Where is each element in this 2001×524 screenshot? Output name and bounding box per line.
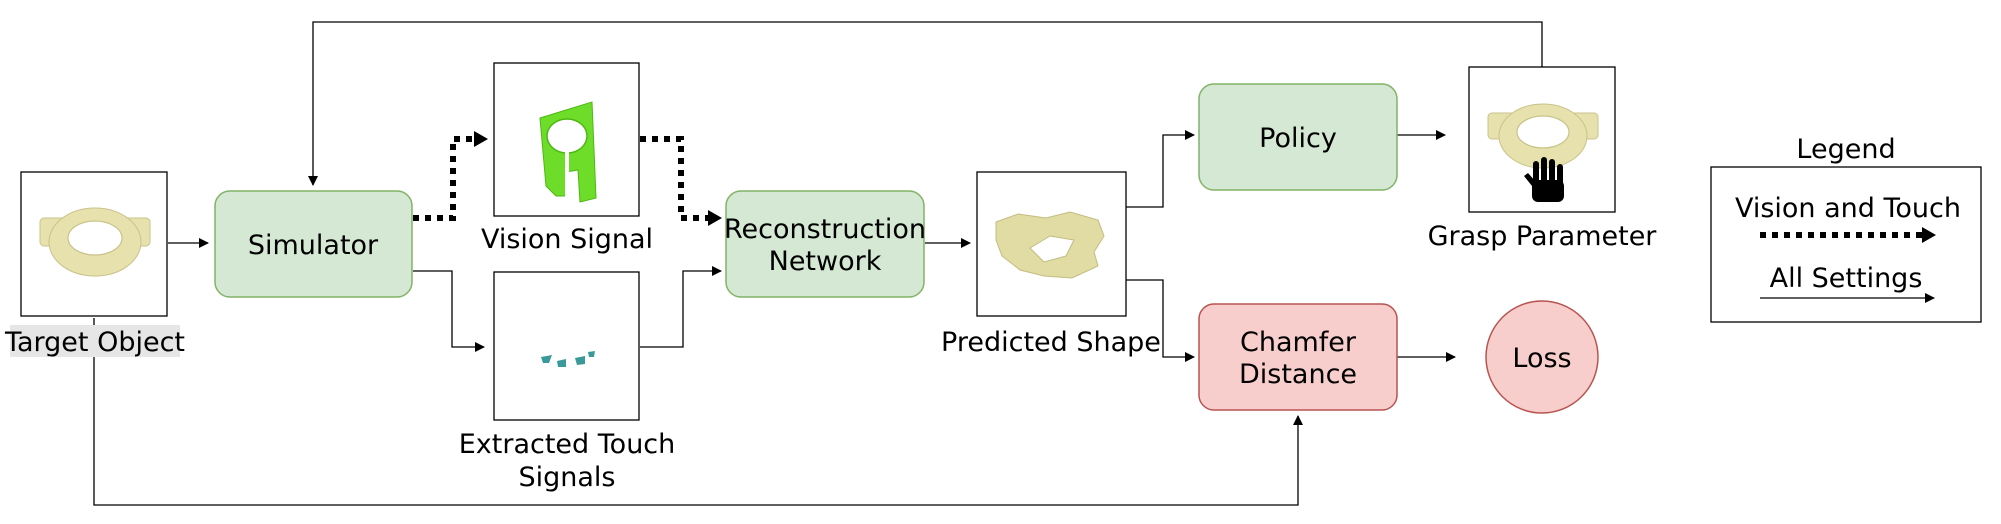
- legend-vision-touch-label: Vision and Touch: [1735, 193, 1961, 224]
- legend-dotted-arrowhead: [1922, 227, 1936, 243]
- edge-vision-to-reconstruction-head: [708, 210, 722, 226]
- reconstruction-label-line1: Reconstruction: [724, 214, 926, 245]
- loss-node[interactable]: [1485, 300, 1599, 414]
- legend-title: Legend: [1796, 134, 1895, 165]
- edge-simulator-to-vision: [413, 136, 474, 221]
- reconstruction-network-box[interactable]: [725, 190, 925, 298]
- simulator-label: Simulator: [248, 230, 379, 261]
- target-object-label-bg: [10, 325, 180, 357]
- edge-simulator-to-vision-head: [474, 131, 488, 147]
- edge-simulator-to-touch: [413, 270, 485, 352]
- grasp-parameter-image: [1487, 103, 1599, 169]
- touch-signals-label-line1: Extracted Touch: [459, 429, 676, 460]
- target-object-label: Target Object: [4, 327, 185, 358]
- predicted-shape-image: [995, 211, 1105, 279]
- policy-label: Policy: [1259, 123, 1337, 154]
- chamfer-label-line2: Distance: [1239, 359, 1357, 390]
- touch-signals-label-line2: Signals: [518, 462, 615, 493]
- edge-shape-to-policy: [1126, 130, 1195, 208]
- edge-touch-to-reconstruction: [640, 266, 722, 348]
- reconstruction-label-line2: Network: [769, 246, 882, 277]
- legend-box: [1710, 166, 1982, 323]
- simulator-box[interactable]: [214, 190, 413, 298]
- edge-policy-feedback: [308, 21, 1543, 186]
- vision-signal-label: Vision Signal: [481, 224, 653, 255]
- grasp-parameter-label: Grasp Parameter: [1428, 221, 1658, 252]
- vision-signal-image: [539, 101, 597, 203]
- target-object-image: [39, 207, 151, 277]
- touch-signals-image: [541, 351, 595, 367]
- edge-object-to-chamfer: [93, 318, 1303, 506]
- predicted-shape-label: Predicted Shape: [941, 327, 1161, 358]
- chamfer-distance-box[interactable]: [1198, 303, 1398, 411]
- touch-signals-frame: [493, 271, 640, 421]
- legend-all-settings-label: All Settings: [1770, 263, 1923, 294]
- policy-box[interactable]: [1198, 83, 1398, 191]
- loss-label: Loss: [1512, 343, 1571, 374]
- chamfer-label-line1: Chamfer: [1240, 327, 1357, 358]
- edge-shape-to-chamfer: [1126, 279, 1195, 362]
- edge-vision-to-reconstruction: [640, 136, 708, 221]
- hand-icon: [1524, 157, 1564, 202]
